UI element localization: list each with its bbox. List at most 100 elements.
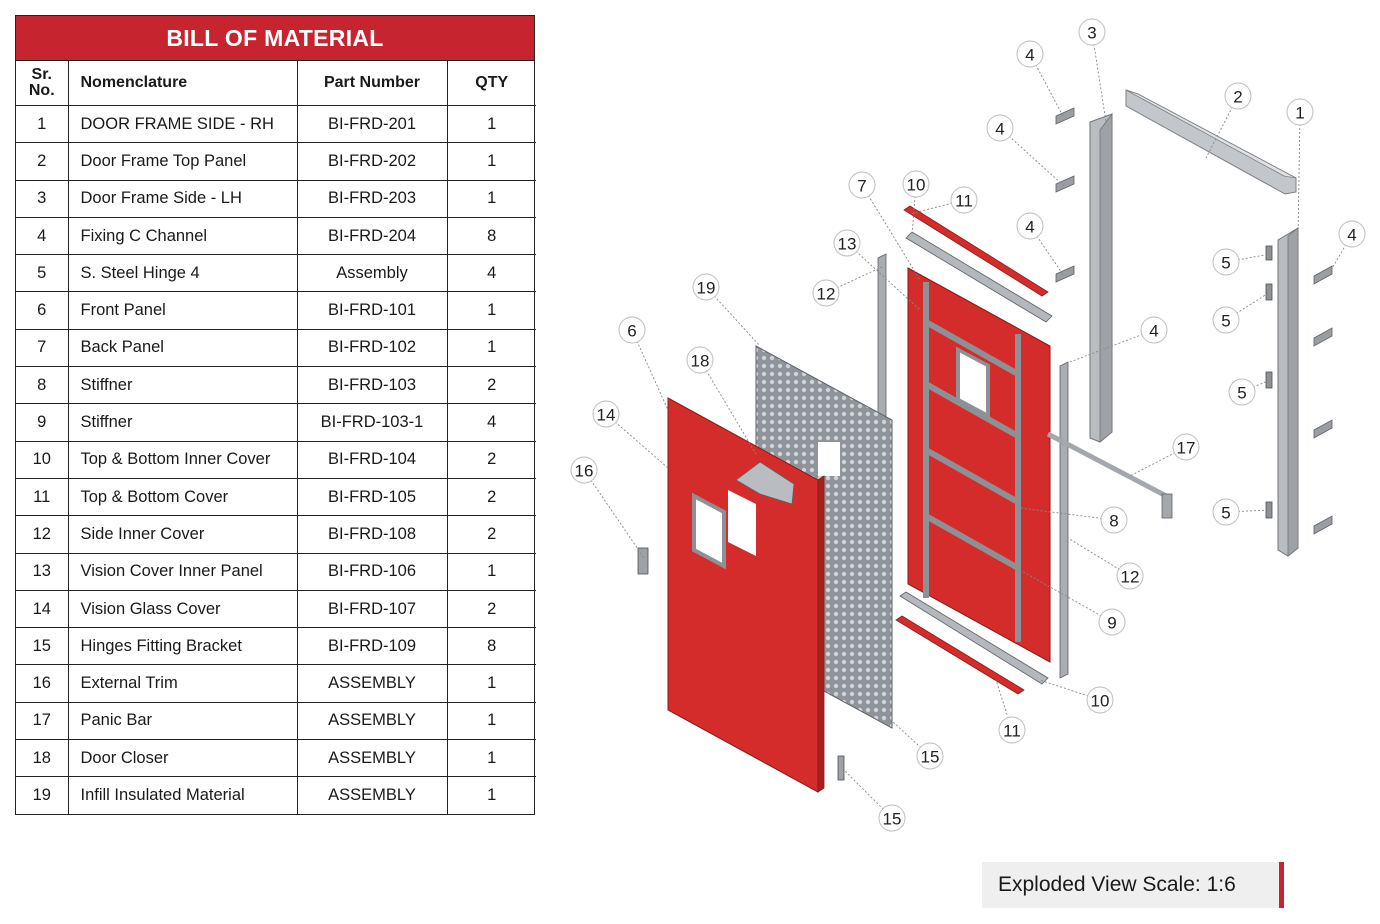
callout-8: 8 (1100, 506, 1128, 534)
cell-qty: 1 (446, 552, 536, 591)
cell-nomenclature: Panic Bar (67, 701, 298, 741)
cell-sr-no: 6 (16, 291, 69, 330)
cell-nomenclature: Stiffner (67, 366, 298, 405)
cell-part-number: BI-FRD-203 (296, 179, 448, 218)
cell-part-number: BI-FRD-101 (296, 291, 448, 330)
callout-label: 17 (1177, 439, 1196, 458)
cell-part-number: BI-FRD-204 (296, 216, 448, 256)
callout-label: 11 (1003, 722, 1021, 741)
exploded-view-diagram: 1234444455556789101011111212131415151617… (570, 18, 1366, 832)
callout-label: 10 (1091, 692, 1110, 711)
cell-sr-no: 1 (16, 104, 69, 144)
callout-5: 5 (1212, 498, 1240, 526)
bom-header-row: Sr.No. Nomenclature Part Number QTY (16, 61, 536, 106)
part-vision-cover-inner-panel (956, 346, 990, 419)
leader-line (583, 469, 645, 559)
callout-15: 15 (878, 804, 906, 832)
callout-label: 18 (691, 352, 710, 371)
cell-part-number: BI-FRD-202 (296, 142, 448, 181)
cell-nomenclature: External Trim (67, 664, 298, 703)
cell-sr-no: 15 (16, 627, 69, 666)
callout-label: 10 (907, 176, 926, 195)
callout-label: 14 (597, 406, 616, 425)
callout-12: 12 (1116, 562, 1144, 590)
cell-sr-no: 13 (16, 552, 69, 591)
leader-line (861, 184, 921, 281)
cell-nomenclature: Front Panel (67, 291, 298, 330)
cell-part-number: BI-FRD-201 (296, 104, 448, 144)
part-fixing-c-channels (1055, 107, 1333, 535)
callout-label: 2 (1233, 88, 1242, 107)
cell-nomenclature: Infill Insulated Material (67, 776, 298, 814)
callout-label: 5 (1221, 254, 1230, 273)
cell-sr-no: 17 (16, 701, 69, 741)
leader-line (825, 265, 885, 294)
callout-5: 5 (1228, 378, 1256, 406)
cell-part-number: BI-FRD-107 (296, 589, 448, 629)
part-front-panel-edge (817, 475, 825, 793)
cell-part-number: BI-FRD-103 (296, 366, 448, 405)
part-hinges-fitting-bracket (837, 755, 845, 781)
cell-part-number: ASSEMBLY (296, 664, 448, 703)
cell-sr-no: 5 (16, 254, 69, 293)
cell-nomenclature: S. Steel Hinge 4 (67, 254, 298, 293)
cell-nomenclature: Vision Glass Cover (67, 589, 298, 629)
callout-label: 1 (1295, 104, 1304, 123)
callout-4: 4 (1016, 40, 1044, 68)
callout-label: 5 (1221, 312, 1230, 331)
cell-qty: 4 (446, 403, 536, 442)
cell-nomenclature: Door Closer (67, 739, 298, 778)
cell-qty: 1 (446, 104, 536, 144)
cell-nomenclature: Back Panel (67, 328, 298, 368)
cell-qty: 8 (446, 216, 536, 256)
callout-label: 19 (697, 279, 716, 298)
cell-qty: 2 (446, 477, 536, 517)
leader-line (1329, 233, 1353, 273)
header-nomenclature: Nomenclature (67, 61, 298, 106)
callout-1: 1 (1286, 98, 1314, 126)
cell-qty: 2 (446, 440, 536, 479)
callout-label: 15 (921, 748, 940, 767)
leader-line (879, 709, 931, 757)
callout-label: 4 (1025, 46, 1034, 65)
callout-5: 5 (1212, 248, 1240, 276)
callout-label: 4 (1025, 218, 1034, 237)
callout-11: 11 (950, 186, 978, 214)
cell-nomenclature: Top & Bottom Inner Cover (67, 440, 298, 479)
callout-label: 11 (955, 192, 973, 211)
cell-part-number: BI-FRD-105 (296, 477, 448, 517)
bom-title: BILL OF MATERIAL (16, 16, 534, 61)
cell-qty: 2 (446, 366, 536, 405)
callout-6: 6 (618, 316, 646, 344)
cell-sr-no: 14 (16, 589, 69, 629)
leader-line (843, 769, 893, 819)
cell-qty: 1 (446, 776, 536, 814)
leader-line (1225, 509, 1271, 513)
cell-sr-no: 18 (16, 739, 69, 778)
part-infill-vision-cutout (818, 442, 840, 476)
callout-4: 4 (1338, 220, 1366, 248)
callout-2: 2 (1224, 82, 1252, 110)
leader-line (605, 413, 669, 469)
cell-sr-no: 8 (16, 366, 69, 405)
cell-sr-no: 12 (16, 515, 69, 554)
leader-line (846, 242, 921, 311)
cell-qty: 8 (446, 627, 536, 666)
header-part-number: Part Number (296, 61, 448, 106)
callout-label: 13 (838, 235, 857, 254)
cell-part-number: BI-FRD-102 (296, 328, 448, 368)
cell-sr-no: 9 (16, 403, 69, 442)
cell-sr-no: 4 (16, 216, 69, 256)
